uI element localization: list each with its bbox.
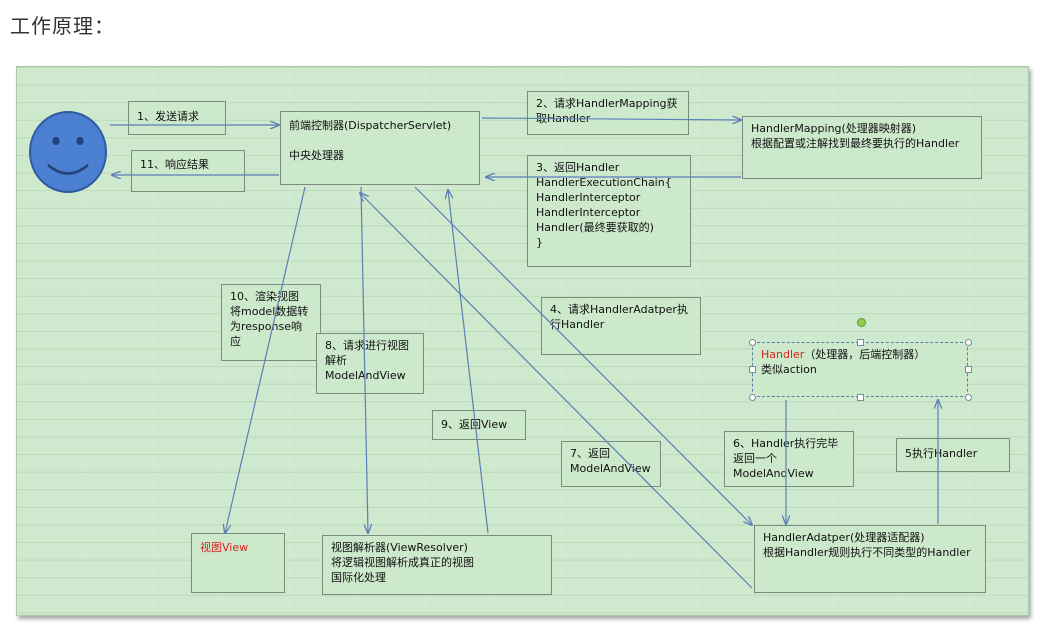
handlermapping-box: HandlerMapping(处理器映射器) 根据配置或注解找到最终要执行的Ha… [742, 116, 982, 179]
step-5-execute-handler: 5执行Handler [896, 438, 1010, 472]
rotate-handle[interactable] [857, 318, 866, 327]
handler-label-rest: （处理器，后端控制器） 类似action [761, 348, 926, 376]
arrow-2 [481, 118, 741, 120]
arrow-9 [448, 190, 489, 534]
resize-handle[interactable] [857, 339, 864, 346]
step-9-return-view: 9、返回View [432, 410, 526, 440]
viewresolver-box: 视图解析器(ViewResolver) 将逻辑视图解析成真正的视图 国际化处理 [322, 535, 552, 595]
resize-handle[interactable] [857, 394, 864, 401]
handler-box: Handler（处理器，后端控制器） 类似action [752, 342, 968, 397]
arrow-7 [360, 193, 753, 589]
arrow-8 [360, 186, 368, 533]
resize-handle[interactable] [965, 339, 972, 346]
view-label: 视图View [200, 541, 249, 554]
step-11-response-result: 11、响应结果 [131, 150, 245, 192]
resize-handle[interactable] [749, 339, 756, 346]
user-smiley-icon [29, 111, 107, 193]
view-box: 视图View [191, 533, 285, 593]
arrow-10 [225, 186, 306, 533]
resize-handle[interactable] [965, 366, 972, 373]
resize-handle[interactable] [749, 366, 756, 373]
handleradapter-box: HandlerAdatper(处理器适配器) 根据Handler规则执行不同类型… [754, 525, 986, 593]
step-1-send-request: 1、发送请求 [128, 101, 226, 135]
dispatcher-servlet-box: 前端控制器(DispatcherServlet) 中央处理器 [280, 111, 480, 185]
step-2-request-handlermapping: 2、请求HandlerMapping获取Handler [527, 91, 689, 135]
handler-label-red: Handler [761, 348, 805, 361]
page-title: 工作原理： [10, 14, 115, 38]
arrow-4 [414, 186, 752, 525]
step-3-return-handler: 3、返回Handler HandlerExecutionChain{ Handl… [527, 155, 691, 267]
resize-handle[interactable] [965, 394, 972, 401]
step-10-render-view: 10、渲染视图 将model数据转为response响应 [221, 284, 321, 361]
step-6-handler-done: 6、Handler执行完毕返回一个 ModelAndView [724, 431, 854, 487]
resize-handle[interactable] [749, 394, 756, 401]
step-4-request-handleradapter: 4、请求HandlerAdatper执行Handler [541, 297, 701, 355]
